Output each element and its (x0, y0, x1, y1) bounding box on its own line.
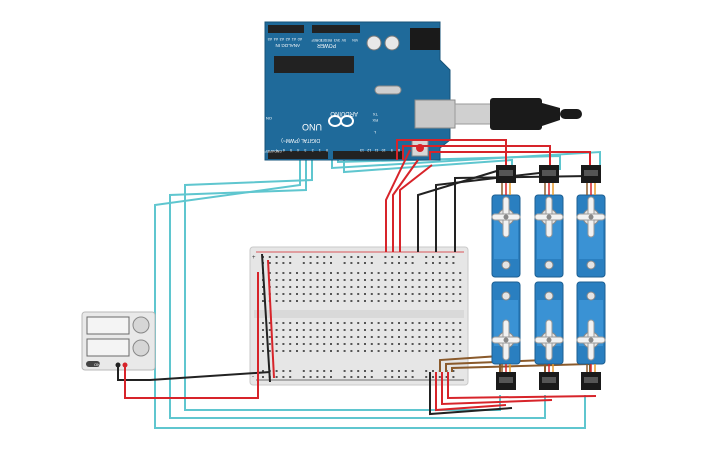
servo-motor[interactable] (491, 281, 521, 390)
servo-motor[interactable] (534, 165, 564, 278)
analog-label: ANALOG IN (275, 43, 300, 48)
digital-pin-label: 2 (312, 148, 314, 152)
l-label: L (373, 130, 376, 135)
analog-pin-label: A2 (286, 37, 290, 41)
gnd-label: GND (274, 149, 282, 153)
digital-pin-label: 12 (367, 148, 371, 152)
arduino-logo-icon (328, 115, 354, 127)
power-header[interactable] (312, 25, 360, 33)
vin-label: VIN (352, 38, 358, 42)
power-wires[interactable] (117, 139, 591, 399)
power-supply-label: ON (94, 362, 100, 367)
breadboard-minus-label: - (252, 374, 254, 380)
v5-label: 5V (341, 38, 346, 42)
power-label: POWER (317, 42, 336, 48)
digital-pin-label: 0 (326, 148, 328, 152)
servo-motor[interactable] (491, 165, 521, 278)
digital-pin-label: 13 (360, 148, 364, 152)
digital-pin-label: 1 (319, 148, 321, 152)
digital-pin-label: 3 (304, 148, 306, 152)
digital-header-high[interactable] (333, 151, 403, 159)
servo-motor[interactable] (534, 281, 564, 390)
analog-pin-label: A1 (292, 37, 296, 41)
usb-cable[interactable] (454, 98, 582, 130)
breadboard-holes (262, 256, 462, 378)
rx-label: RX (372, 118, 378, 123)
digital-pin-label: 9 (391, 148, 393, 152)
power-supply[interactable]: ON (81, 311, 156, 371)
analog-pin-label: A5 (268, 37, 272, 41)
arduino-uno[interactable]: ARDUINO UNO DIGITAL (PWM~) POWER ANALOG … (264, 21, 456, 161)
digital-label: DIGITAL (PWM~) (281, 137, 320, 143)
digital-pin-label: 4 (297, 148, 299, 152)
breadboard[interactable]: + - (249, 246, 469, 386)
analog-header[interactable] (268, 25, 304, 33)
digital-pin-label: 11 (375, 148, 379, 152)
digital-pin-label: 6 (283, 148, 285, 152)
servo-motor[interactable] (576, 281, 606, 390)
digital-pin-label: 10 (382, 148, 386, 152)
usb-port[interactable] (414, 99, 456, 129)
arduino-brand: ARDUINO (330, 110, 358, 116)
analog-pin-label: A4 (274, 37, 278, 41)
v33-label: 3V3 (334, 38, 340, 42)
digital-pin-label: 8 (398, 148, 400, 152)
breadboard-plus-label: + (252, 255, 256, 261)
microcontroller-chip (274, 56, 354, 73)
digital-header-low[interactable] (268, 151, 328, 159)
digital-pin-label: 7 (276, 148, 278, 152)
tx-label: TX (373, 112, 378, 117)
digital-pin-label: 5 (290, 148, 292, 152)
power-jack[interactable] (410, 28, 440, 50)
on-label: ON (266, 116, 272, 121)
analog-pin-label: A0 (298, 37, 302, 41)
reset-label: RESET (319, 38, 332, 42)
ioref-label: IOREF (311, 38, 322, 42)
capacitor-icon (384, 35, 400, 51)
servo-motor[interactable] (576, 165, 606, 278)
servo-array (491, 165, 606, 390)
aref-label: AREF (265, 149, 274, 153)
arduino-model: UNO (302, 122, 322, 132)
analog-pin-label: A3 (280, 37, 284, 41)
capacitor-icon (366, 35, 382, 51)
